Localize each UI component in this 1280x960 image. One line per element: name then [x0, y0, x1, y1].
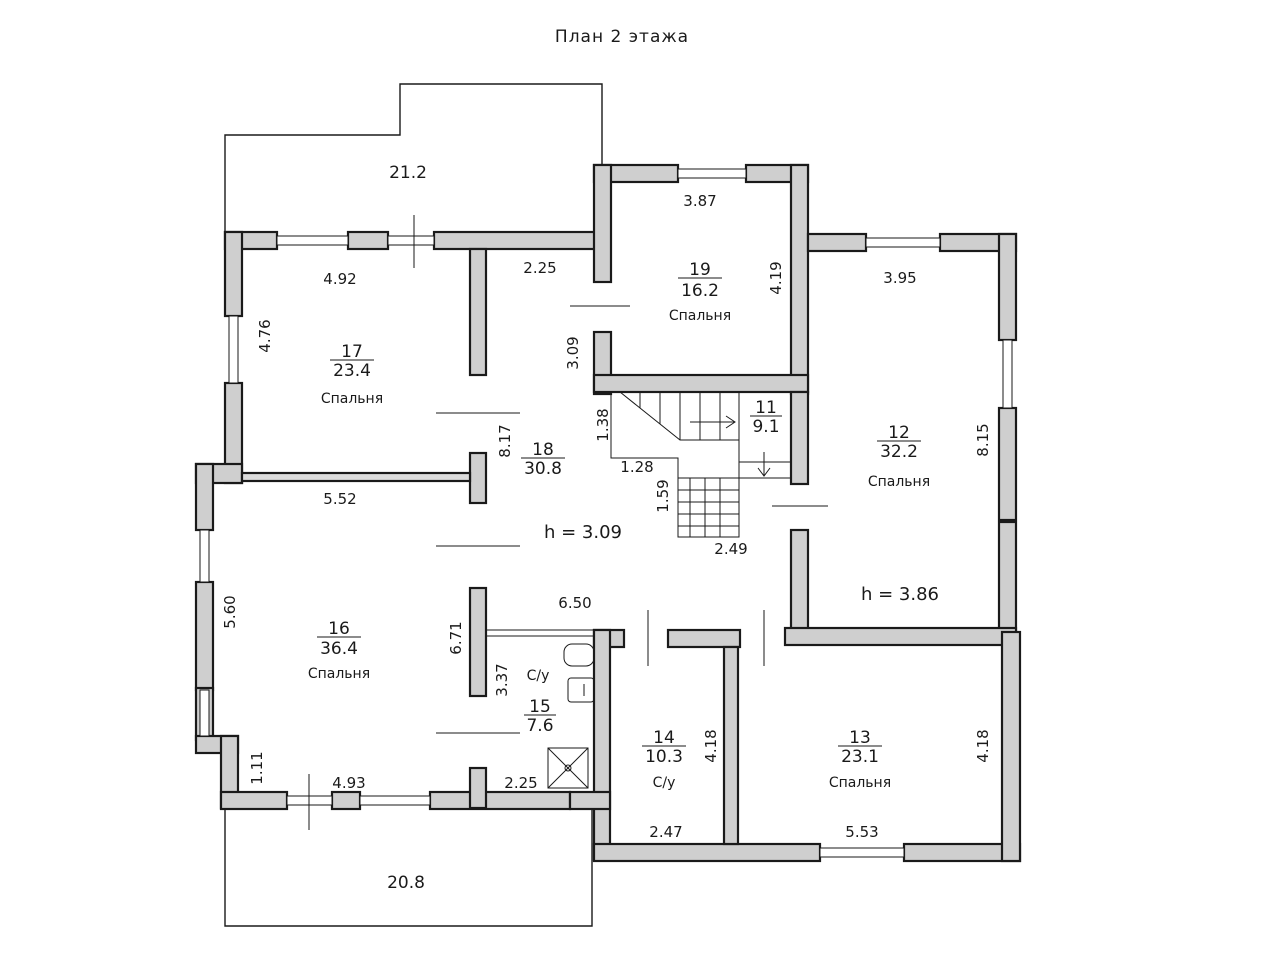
dim-r18-left-upper: 3.09	[564, 336, 582, 369]
room-number: 13	[849, 728, 871, 748]
room-number: 14	[653, 728, 675, 748]
room-area: 23.1	[841, 747, 879, 767]
room-area: 7.6	[526, 716, 553, 736]
dim-r18-h: 8.17	[496, 424, 514, 457]
dim-stair-c: 1.59	[654, 479, 672, 512]
dim-r12-w: 3.95	[883, 269, 916, 287]
room-name: Спальня	[321, 391, 383, 407]
terrace-top-area: 21.2	[389, 163, 427, 183]
room-area: 10.3	[645, 747, 683, 767]
room-area: 23.4	[333, 361, 371, 381]
dim-r17-w: 4.92	[323, 270, 356, 288]
dim-r15-h: 3.37	[493, 663, 511, 696]
room-19: 19 16.2 Спальня	[669, 260, 731, 324]
dim-r19-h: 4.19	[767, 261, 785, 294]
dim-r19-w: 3.87	[683, 192, 716, 210]
dim-r16-small: 1.11	[248, 751, 266, 784]
dimensions: 4.92 4.76 3.87 4.19 2.25 3.09 8.17 6.50 …	[221, 192, 992, 841]
dim-r13-w: 5.53	[845, 823, 878, 841]
room-area: 30.8	[524, 459, 562, 479]
dim-r14-w: 2.47	[649, 823, 682, 841]
terrace-bottom-area: 20.8	[387, 873, 425, 893]
room-name: С/у	[653, 775, 676, 791]
room-14: 14 10.3 С/у	[642, 728, 686, 791]
room-number: 11	[755, 398, 777, 418]
room-15: С/у 15 7.6	[524, 668, 556, 736]
dim-r18-bottom: 6.50	[558, 594, 591, 612]
dim-r16-right: 6.71	[447, 621, 465, 654]
room-area: 16.2	[681, 281, 719, 301]
dim-r16-w: 5.52	[323, 490, 356, 508]
terrace-top	[224, 83, 603, 238]
door-markers	[308, 215, 828, 830]
dim-r15-w: 2.25	[504, 774, 537, 792]
room-name: Спальня	[868, 474, 930, 490]
dim-stair-b: 1.28	[620, 458, 653, 476]
room-number: 16	[328, 619, 350, 639]
dim-r13-h: 4.18	[974, 729, 992, 762]
room-name: Спальня	[669, 308, 731, 324]
dim-stair-d: 2.49	[714, 540, 747, 558]
room-18: 18 30.8	[521, 440, 565, 479]
room-name: С/у	[527, 668, 550, 684]
room-area: 36.4	[320, 639, 358, 659]
dim-r17-h: 4.76	[256, 319, 274, 352]
dim-r16-bottom: 4.93	[332, 774, 365, 792]
hall-height: h = 3.09	[544, 522, 622, 543]
room-name: Спальня	[829, 775, 891, 791]
walls	[194, 163, 1022, 863]
dim-r14-h: 4.18	[702, 729, 720, 762]
room-number: 19	[689, 260, 711, 280]
dim-r12-h: 8.15	[974, 423, 992, 456]
room-13: 13 23.1 Спальня	[829, 728, 891, 791]
room-number: 17	[341, 342, 363, 362]
room-name: Спальня	[308, 666, 370, 682]
room-area: 9.1	[752, 417, 779, 437]
dim-r16-h: 5.60	[221, 595, 239, 628]
terrace-bottom	[224, 808, 593, 927]
room-17: 17 23.4 Спальня	[321, 342, 383, 407]
room-number: 15	[529, 697, 551, 717]
staircase	[610, 391, 790, 538]
bathroom-fixtures	[547, 643, 595, 789]
room12-height: h = 3.86	[861, 584, 939, 605]
room-number: 12	[888, 423, 910, 443]
room-number: 18	[532, 440, 554, 460]
room-12: 12 32.2 Спальня	[868, 423, 930, 490]
dim-stair-a: 1.38	[594, 408, 612, 441]
room-area: 32.2	[880, 442, 918, 462]
windows	[199, 168, 1013, 858]
plan-title: План 2 этажа	[555, 27, 689, 47]
dim-r18-top: 2.25	[523, 259, 556, 277]
room-11: 11 9.1	[750, 398, 782, 437]
room-16: 16 36.4 Спальня	[308, 619, 370, 682]
